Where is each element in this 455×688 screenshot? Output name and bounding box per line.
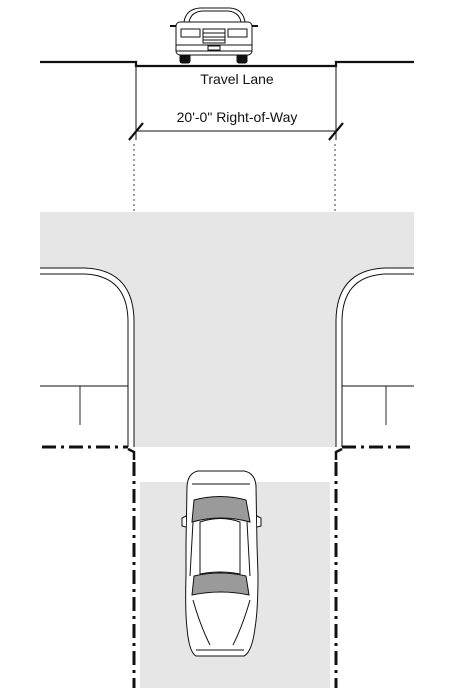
alley-edge-right-corner: [334, 447, 343, 460]
curb-right: [335, 267, 414, 447]
car-plan-view-icon: [181, 470, 262, 657]
cross-street-pavement: [40, 212, 414, 447]
dimension-tick-left: [128, 122, 144, 141]
curb-left-inner: [40, 273, 129, 447]
curb-left: [40, 267, 135, 447]
dimension-tick-right: [328, 122, 344, 141]
alley-edge-left-corner: [127, 447, 136, 460]
curb-right-inner: [341, 273, 414, 447]
travel-lane-label: Travel Lane: [200, 71, 274, 87]
right-of-way-dimension-label: 20'-0" Right-of-Way: [176, 109, 298, 125]
ground-line: [40, 60, 414, 68]
car-front-elevation-icon: [170, 7, 258, 64]
plan-view-lines: [40, 267, 414, 688]
